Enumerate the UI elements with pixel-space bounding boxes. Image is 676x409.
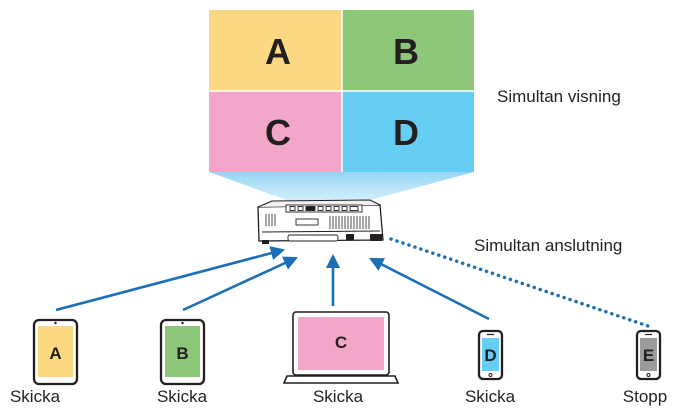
device-a-status: Skicka: [10, 387, 61, 406]
arrow-from-device-a: [55, 246, 286, 312]
projected-screen: A B C D: [209, 10, 474, 172]
device-e-phone: E: [635, 329, 662, 381]
device-a-letter: A: [49, 344, 61, 363]
tile-b-letter: B: [393, 31, 419, 72]
projector-icon: [257, 199, 384, 244]
simultaneous-display-label: Simultan visning: [497, 87, 621, 106]
arrow-from-device-b: [182, 256, 298, 312]
tile-c: [209, 91, 342, 172]
tile-d: [342, 91, 474, 172]
device-c-letter: C: [335, 333, 347, 352]
tile-a-letter: A: [265, 31, 291, 72]
device-d-letter: D: [484, 346, 496, 365]
tile-d-letter: D: [393, 112, 419, 153]
device-c-status: Skicka: [313, 387, 364, 406]
simultaneous-connection-label: Simultan anslutning: [474, 236, 622, 255]
device-a-tablet: A: [32, 318, 79, 386]
device-e-letter: E: [643, 346, 654, 365]
arrows: [55, 246, 490, 321]
device-b-letter: B: [176, 344, 188, 363]
device-c-laptop: C: [282, 311, 400, 384]
dotted-link-to-device-e: [389, 237, 653, 329]
device-d-phone: D: [477, 329, 504, 381]
device-d-status: Skicka: [465, 387, 516, 406]
arrow-from-device-d: [369, 257, 490, 321]
tile-b: [342, 10, 474, 91]
tile-a: [209, 10, 342, 91]
tile-c-letter: C: [265, 112, 291, 153]
device-b-status: Skicka: [157, 387, 208, 406]
device-b-tablet: B: [159, 318, 206, 386]
device-e-status: Stopp: [623, 387, 667, 406]
projection-beam: [209, 172, 474, 205]
